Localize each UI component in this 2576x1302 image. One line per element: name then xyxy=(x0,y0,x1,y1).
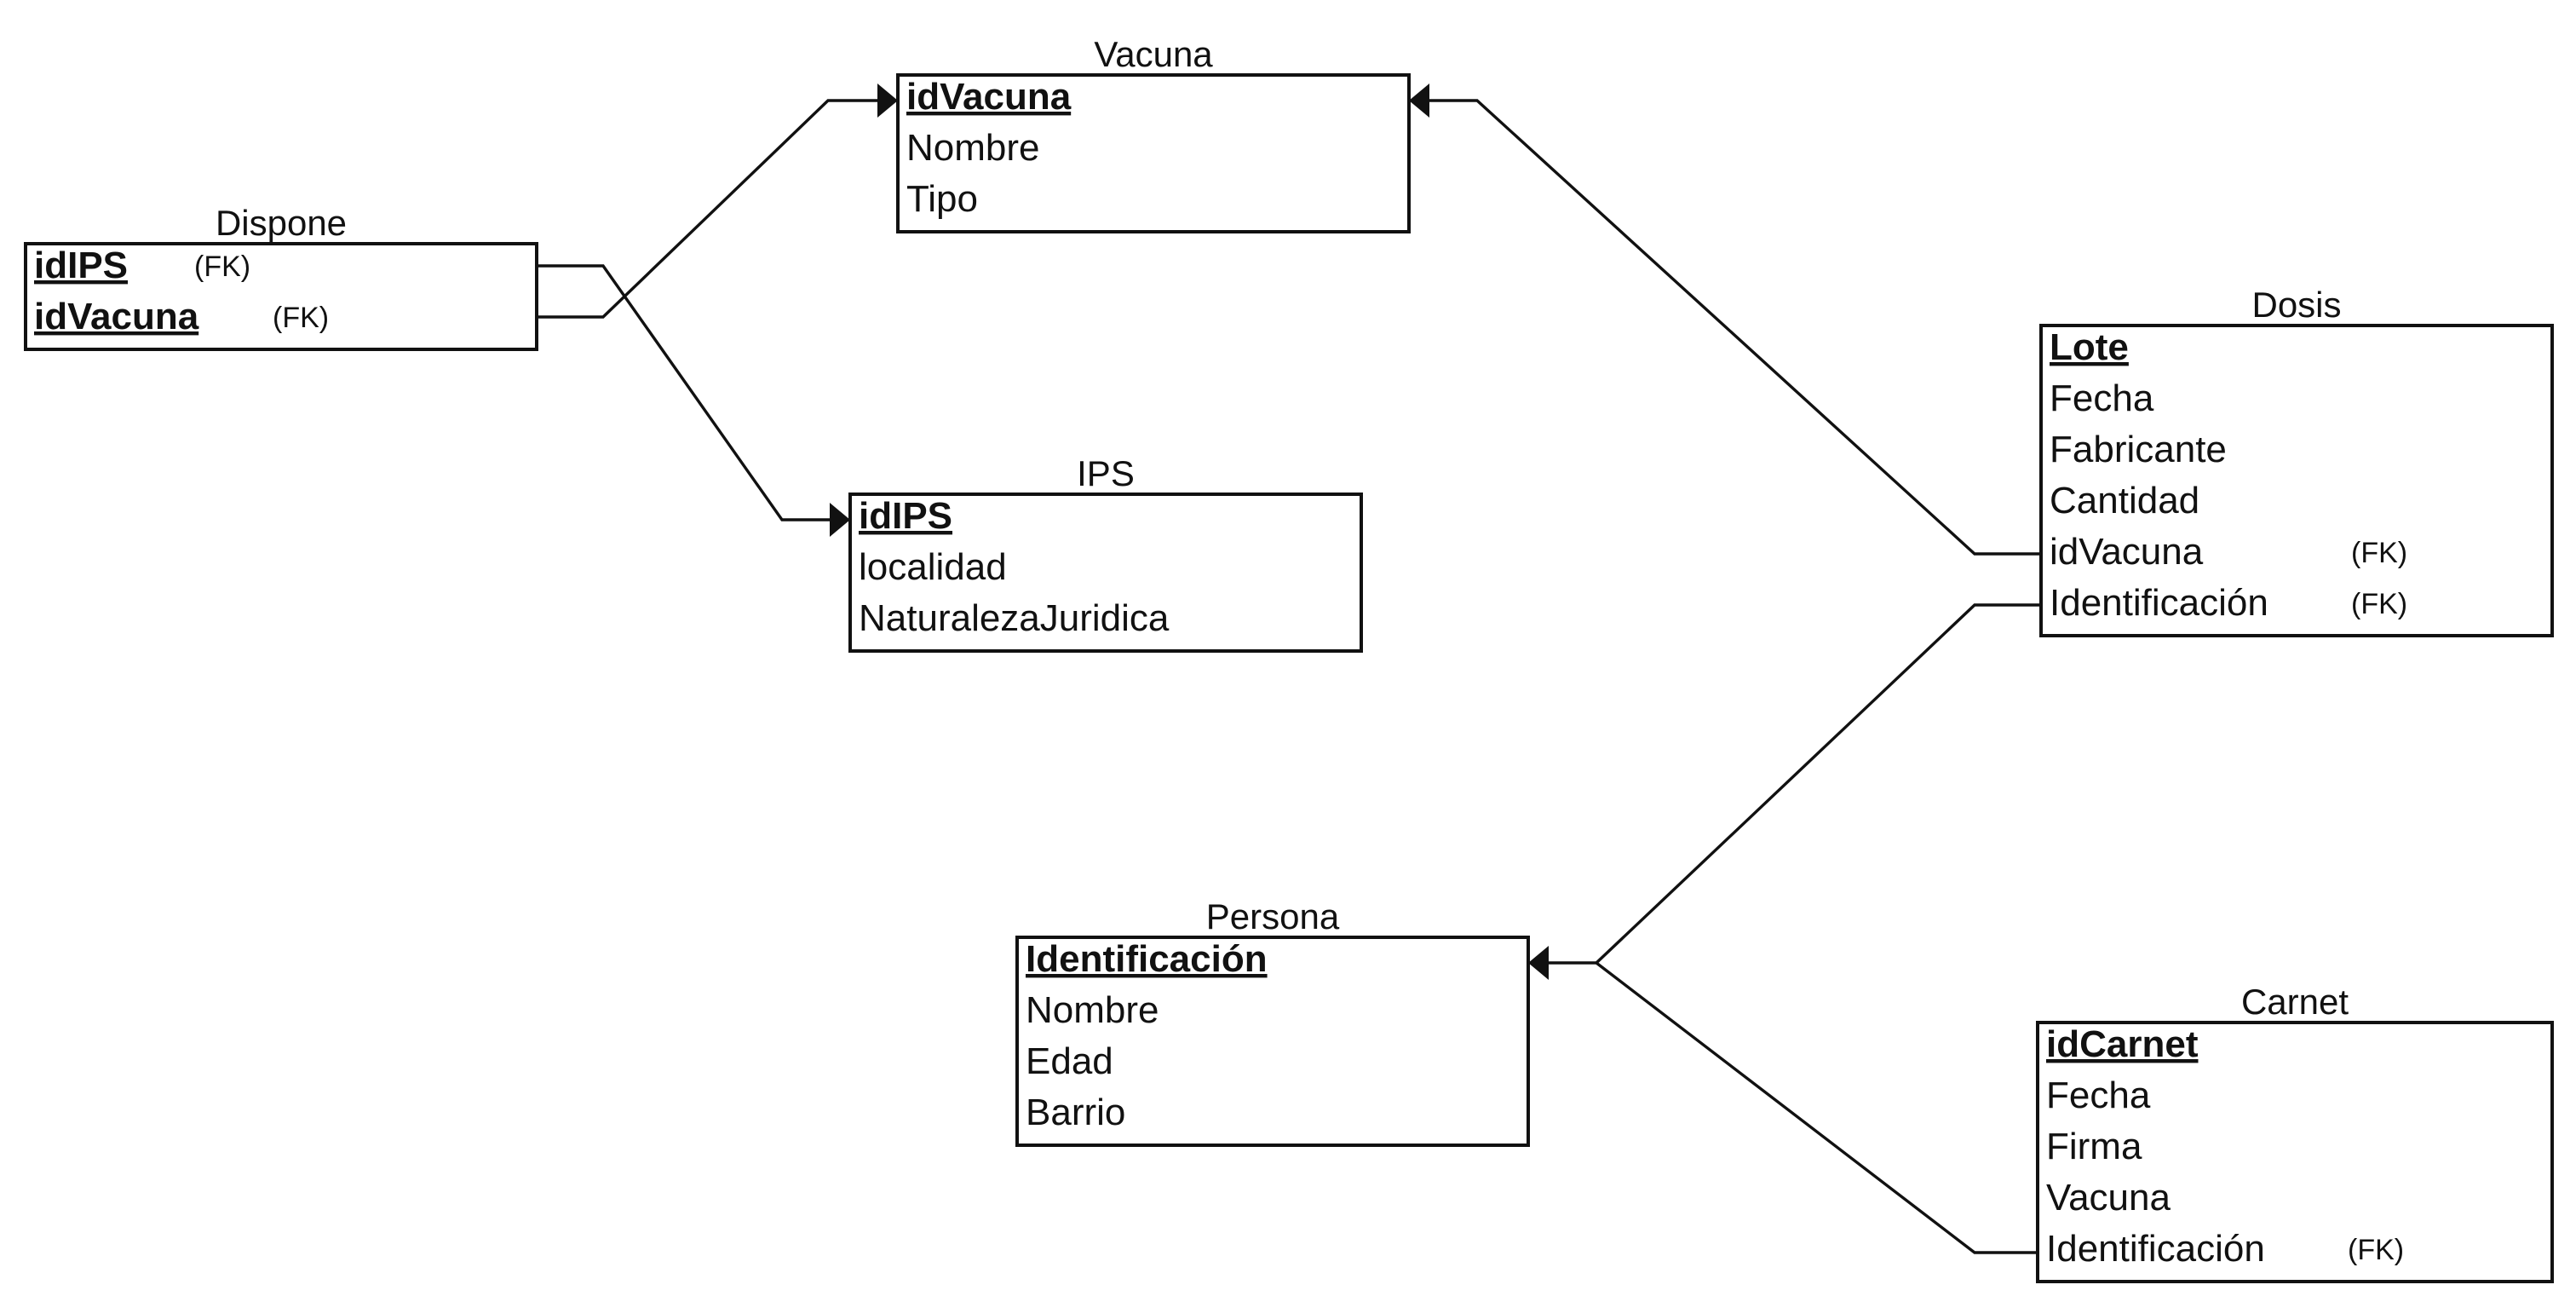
entity-persona-box xyxy=(1015,936,1530,1147)
entity-dosis-box xyxy=(2039,324,2554,637)
entity-carnet-title: Carnet xyxy=(2241,982,2349,1022)
entity-dispone-title: Dispone xyxy=(216,203,347,243)
entity-persona-title: Persona xyxy=(1206,896,1340,936)
entity-dispone-field: idIPS xyxy=(34,245,128,286)
entity-vacuna-field: Nombre xyxy=(906,127,1040,169)
entity-dispone-field: idVacuna xyxy=(34,296,199,337)
entity-dosis-fk-label: (FK) xyxy=(2351,588,2407,620)
entity-dosis-field: Fabricante xyxy=(2050,429,2227,470)
entity-ips-field: NaturalezaJuridica xyxy=(859,597,1170,639)
entity-ips-field: localidad xyxy=(859,546,1007,588)
connector-dosis-persona xyxy=(1533,603,2041,965)
entity-dosis-field: idVacuna xyxy=(2050,531,2204,573)
entity-dispone: Dispone idIPS (FK) idVacuna (FK) xyxy=(24,203,538,351)
entity-carnet-field: Firma xyxy=(2046,1126,2142,1167)
entity-vacuna-title: Vacuna xyxy=(1094,34,1213,74)
entity-persona-field: Barrio xyxy=(1026,1092,1125,1133)
connector-dispone-ips-arrowhead xyxy=(830,503,850,537)
entity-carnet: Carnet idCarnetFechaFirmaVacunaIdentifica… xyxy=(2036,982,2554,1283)
entity-carnet-field: idCarnet xyxy=(2046,1023,2199,1065)
entity-ips-box xyxy=(848,493,1363,653)
entity-carnet-fk-label: (FK) xyxy=(2348,1234,2404,1266)
connector-dispone-vacuna-arrowhead xyxy=(877,84,898,118)
connector-dosis-vacuna xyxy=(1414,99,2041,556)
entity-dosis-field: Fecha xyxy=(2050,377,2154,419)
connector-dosis-vacuna-arrowhead xyxy=(1409,84,1429,118)
entity-carnet-field: Vacuna xyxy=(2046,1177,2171,1218)
entity-persona-field: Nombre xyxy=(1026,989,1159,1031)
entity-dosis-fk-label: (FK) xyxy=(2351,537,2407,569)
entity-persona-field: Edad xyxy=(1026,1040,1113,1082)
entity-dosis-field: Lote xyxy=(2050,326,2129,368)
entity-ips-title: IPS xyxy=(1077,453,1135,493)
entity-vacuna-field: Tipo xyxy=(906,178,978,220)
entity-persona-field: Identificación xyxy=(1026,938,1268,980)
relationship-connectors xyxy=(537,84,2041,1254)
entity-carnet-field: Fecha xyxy=(2046,1074,2151,1116)
connector-dosis-persona-arrowhead xyxy=(1528,946,1549,980)
entity-vacuna-field: idVacuna xyxy=(906,76,1072,118)
connector-carnet-persona xyxy=(1595,961,2038,1254)
connector-dispone-ips xyxy=(537,264,845,521)
entity-dosis-title: Dosis xyxy=(2251,285,2341,325)
entity-dosis-field: Cantidad xyxy=(2050,480,2199,521)
entity-tables: VacunaidVacunaNombreTipoDisponeidIPS(FK)… xyxy=(24,34,2554,1283)
entity-vacuna-box xyxy=(896,73,1411,233)
entity-carnet-field: Identificación xyxy=(2046,1228,2265,1270)
entity-dispone-fk-label: (FK) xyxy=(273,302,329,334)
entity-dispone-box xyxy=(24,242,538,351)
entity-ips-field: idIPS xyxy=(859,495,952,537)
connector-dispone-vacuna xyxy=(537,99,893,319)
entity-carnet-box xyxy=(2036,1021,2554,1283)
entity-dosis-field: Identificación xyxy=(2050,582,2268,624)
entity-dispone-fk-label: (FK) xyxy=(194,251,250,283)
